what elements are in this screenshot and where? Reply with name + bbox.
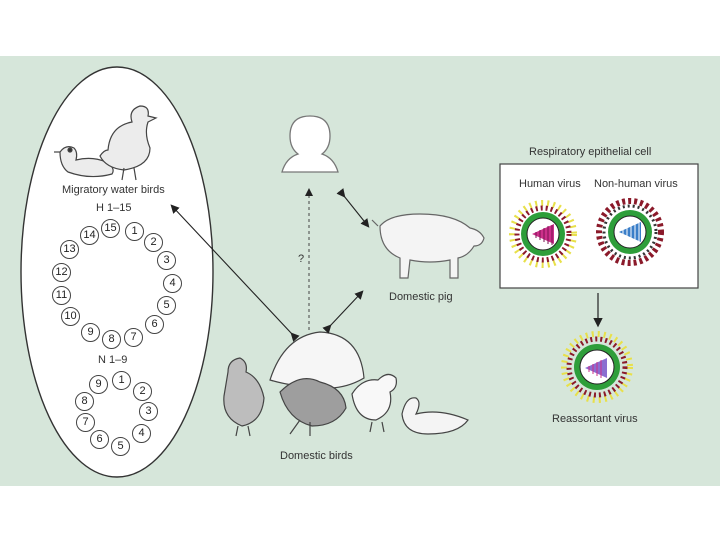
respiratory-cell-label: Respiratory epithelial cell — [529, 146, 652, 158]
n-subtypes-label: N 1–9 — [98, 354, 128, 366]
h-subtype-circle: 4 — [163, 274, 182, 293]
h-subtype-circle: 15 — [101, 219, 120, 238]
human-virus — [509, 200, 577, 268]
arrow-migratory-domestic — [170, 204, 300, 342]
n-subtype-circle: 6 — [90, 430, 109, 449]
h-subtype-circle: 6 — [145, 315, 164, 334]
n-subtype-circle: 7 — [76, 413, 95, 432]
h-subtype-circle: 11 — [52, 286, 71, 305]
h-subtype-circle: 12 — [52, 263, 71, 282]
domestic-birds-illustration — [223, 331, 469, 437]
h-subtype-circle: 10 — [61, 307, 80, 326]
human-illustration — [281, 115, 339, 173]
h-subtype-circle: 2 — [144, 233, 163, 252]
h-subtypes-label: H 1–15 — [96, 202, 132, 214]
n-subtype-circle: 4 — [132, 424, 151, 443]
h-subtype-circle: 7 — [124, 328, 143, 347]
n-subtype-circle: 3 — [139, 402, 158, 421]
h-subtype-circle: 1 — [125, 222, 144, 241]
arrow-birds-pig — [322, 290, 364, 334]
h-subtype-circle: 5 — [157, 296, 176, 315]
n-subtype-circle: 5 — [111, 437, 130, 456]
migratory-birds-illustration — [54, 105, 158, 181]
domestic-pig-label: Domestic pig — [389, 291, 453, 303]
nonhuman-virus — [596, 198, 664, 266]
pig-illustration — [371, 213, 485, 279]
h-subtype-circle: 14 — [80, 226, 99, 245]
nonhuman-virus-label: Non-human virus — [594, 178, 678, 190]
h-subtype-circle: 3 — [157, 251, 176, 270]
n-subtype-circle: 8 — [75, 392, 94, 411]
question-mark-label: ? — [298, 253, 305, 265]
n-subtype-circle: 9 — [89, 375, 108, 394]
reassortant-virus-label: Reassortant virus — [552, 413, 638, 425]
reassortant-virus — [561, 331, 633, 403]
domestic-birds-label: Domestic birds — [280, 450, 353, 462]
h-subtype-circle: 9 — [81, 323, 100, 342]
n-subtype-circle: 2 — [133, 382, 152, 401]
human-virus-label: Human virus — [519, 178, 581, 190]
migratory-birds-label: Migratory water birds — [62, 184, 165, 196]
h-subtype-circle: 8 — [102, 330, 121, 349]
h-subtype-circle: 13 — [60, 240, 79, 259]
n-subtype-circle: 1 — [112, 371, 131, 390]
arrow-human-pig — [336, 188, 370, 228]
